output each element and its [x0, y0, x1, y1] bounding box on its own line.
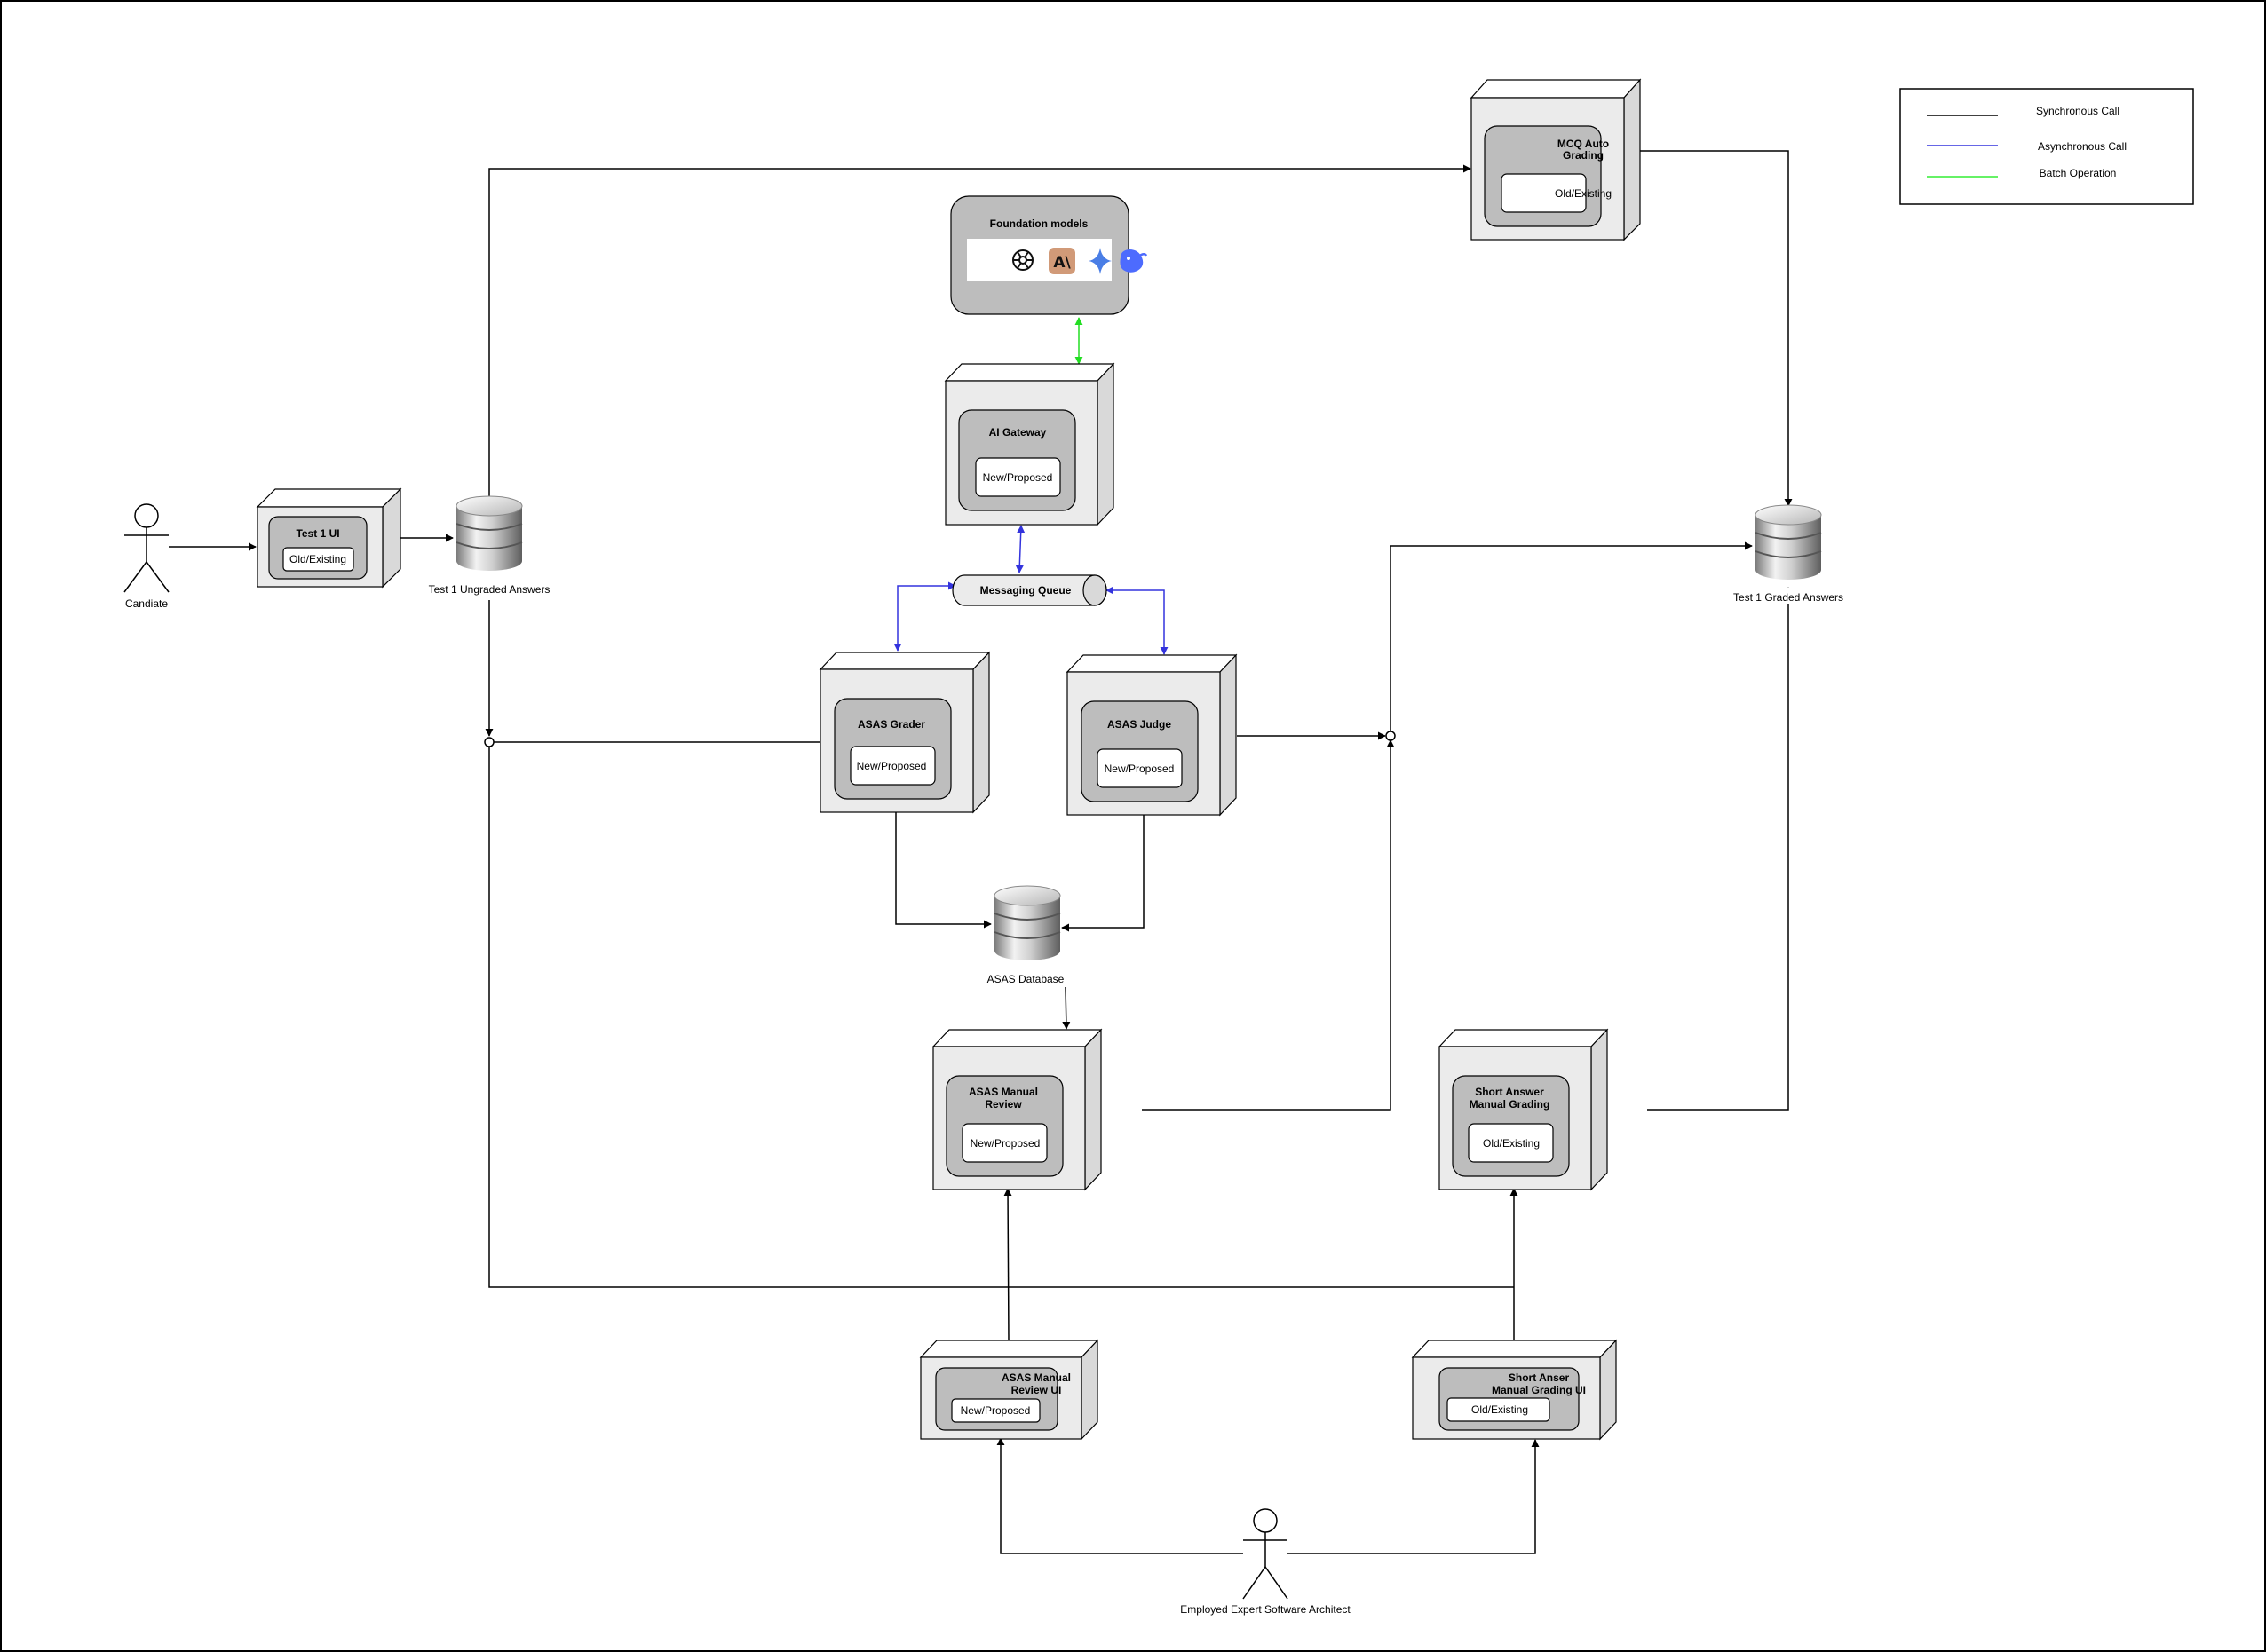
legend-box: [1899, 88, 2194, 205]
status-badge: [951, 1398, 1041, 1423]
box-short-anser-grading-ui: Short Anser Manual Grading UI Old/Existi…: [1411, 1339, 1618, 1441]
db-asas-label: ASAS Database: [987, 973, 1065, 985]
component-title-line1: ASAS Manual: [969, 1086, 1038, 1098]
actor-candidate: [123, 503, 170, 593]
status-label: Old/Existing: [289, 553, 346, 565]
box-test1-ui: Test 1 UI Old/Existing: [256, 487, 402, 589]
status-badge: [850, 746, 936, 786]
status-badge: [1501, 173, 1587, 213]
svg-text:A\: A\: [1053, 254, 1071, 272]
arrow-manual-review-to-junction: [1142, 739, 1395, 1111]
component-title: ASAS Judge: [1107, 718, 1171, 731]
box-asas-manual-review: ASAS Manual Review New/Proposed: [931, 1028, 1103, 1191]
status-badge: [1446, 1397, 1550, 1422]
gemini-sparkle-icon: [1089, 248, 1112, 274]
arrow-judge-to-asas-db: [1061, 815, 1145, 932]
legend-batch-label: Batch Operation: [2040, 167, 2117, 179]
component-title-line2: Review UI: [1011, 1384, 1062, 1396]
box-short-answer-manual-grading: Short Answer Manual Grading Old/Existing: [1438, 1028, 1609, 1191]
messaging-queue-label: Messaging Queue: [980, 584, 1072, 597]
status-label: Old/Existing: [1471, 1403, 1528, 1416]
line-ungraded-to-manual-ui: [488, 747, 1514, 1288]
arrow-architect-to-review-ui: [996, 1437, 1243, 1554]
arrow-gateway-queue-async: [1015, 525, 1026, 573]
status-label: New/Proposed: [971, 1137, 1041, 1150]
db-ungraded-label: Test 1 Ungraded Answers: [429, 583, 551, 596]
anthropic-logo-icon: A\: [1049, 248, 1075, 274]
box-asas-judge: ASAS Judge New/Proposed: [1066, 653, 1238, 817]
component-title-line2: Manual Grading UI: [1492, 1384, 1586, 1396]
status-label: New/Proposed: [857, 760, 927, 772]
box-asas-grader: ASAS Grader New/Proposed: [819, 651, 991, 814]
box-foundation-models: Foundation models A\: [950, 195, 1148, 315]
component-title-line1: ASAS Manual: [1002, 1371, 1071, 1384]
status-label: New/Proposed: [961, 1404, 1031, 1417]
box-mcq-auto-grading: MCQ Auto Grading Old/Existing: [1470, 78, 1642, 241]
arrow-review-ui-to-manual-review: [1003, 1188, 1012, 1341]
arrow-queue-grader-async: [893, 581, 956, 652]
component-title-line1: Short Answer: [1475, 1086, 1544, 1098]
db-graded-answers: Test 1 Graded Answers: [1722, 504, 1855, 604]
actor-architect-label: Employed Expert Software Architect: [1180, 1603, 1351, 1616]
arrow-junction-to-graded-db: [1390, 541, 1753, 731]
status-label: Old/Existing: [1555, 187, 1612, 200]
box-asas-manual-review-ui: ASAS Manual Review UI New/Proposed: [919, 1339, 1099, 1441]
arrow-queue-judge-async: [1105, 586, 1169, 655]
junction-right: [1385, 731, 1396, 741]
model-logo-strip: [967, 239, 1112, 281]
junction-left: [484, 737, 495, 747]
status-label: Old/Existing: [1483, 1137, 1540, 1150]
db-ungraded-answers: Test 1 Ungraded Answers: [417, 495, 561, 596]
openai-logo-icon: [1012, 249, 1034, 271]
arrow-architect-to-short-ui: [1288, 1439, 1540, 1554]
status-badge: [975, 457, 1061, 497]
box-ai-gateway: AI Gateway New/Proposed: [944, 362, 1115, 526]
connectors: [169, 150, 1793, 1554]
status-label: New/Proposed: [1105, 763, 1175, 775]
db-asas-database: ASAS Database: [979, 885, 1072, 985]
messaging-queue: Messaging Queue: [952, 574, 1107, 606]
status-badge: [282, 547, 354, 572]
deepseek-whale-icon: [1120, 249, 1148, 273]
status-badge: [962, 1123, 1048, 1163]
component-title: AI Gateway: [989, 426, 1047, 439]
actor-head: [1253, 1508, 1278, 1533]
component-title-line1: MCQ Auto: [1557, 138, 1609, 150]
arrow-short-answer-to-graded-db: [1647, 587, 1793, 1111]
component-title-line1: Short Anser: [1509, 1371, 1570, 1384]
actor-candidate-label: Candiate: [125, 597, 168, 610]
actor-architect: [1242, 1508, 1288, 1600]
status-badge: [1097, 748, 1183, 788]
component-title: ASAS Grader: [858, 718, 925, 731]
arrow-grader-to-asas-db: [895, 812, 992, 929]
db-graded-label: Test 1 Graded Answers: [1733, 591, 1843, 604]
component-title-line2: Grading: [1563, 149, 1604, 162]
legend-async-label: Asynchronous Call: [2038, 140, 2127, 153]
legend: Synchronous Call Asynchronous Call Batch…: [1899, 88, 2194, 205]
foundation-models-title: Foundation models: [990, 217, 1089, 230]
status-badge: [1468, 1123, 1554, 1163]
status-label: New/Proposed: [983, 471, 1053, 484]
arrow-ungraded-to-mcq: [488, 164, 1471, 499]
component-title-line2: Manual Grading: [1470, 1098, 1550, 1111]
component-title-line2: Review: [985, 1098, 1022, 1111]
actor-head: [134, 503, 159, 528]
arrow-mcq-to-graded-db: [1640, 150, 1793, 507]
legend-sync-label: Synchronous Call: [2036, 105, 2119, 117]
component-title: Test 1 UI: [296, 527, 339, 540]
